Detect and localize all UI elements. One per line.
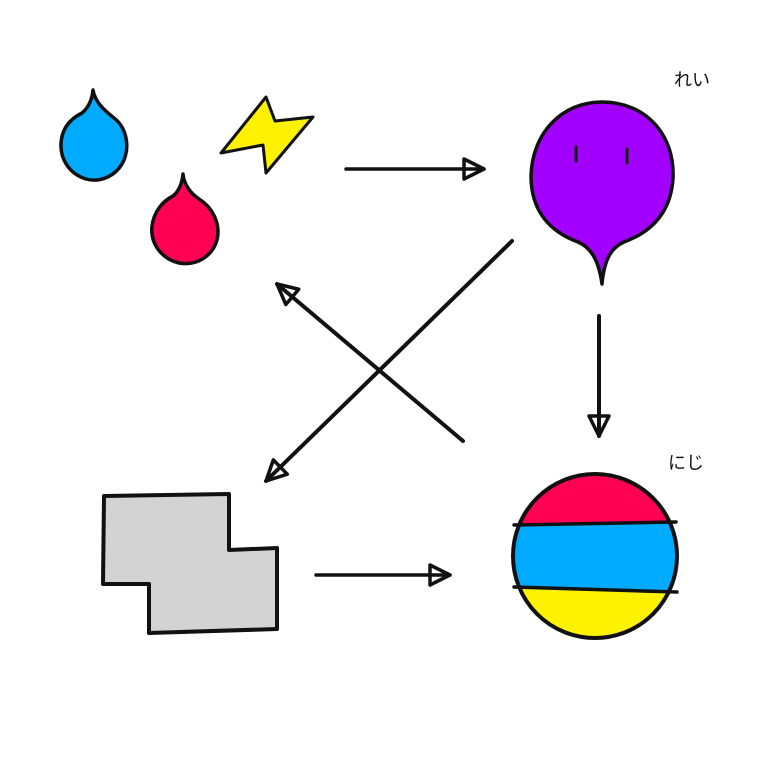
label-rei: れい <box>674 70 710 91</box>
arrow-purple-to-gray-shape <box>264 239 514 483</box>
lightning-bolt-icon <box>219 95 315 175</box>
striped-ball-icon <box>511 472 679 640</box>
label-niji: にじ <box>668 453 704 474</box>
red-drop-icon <box>150 172 220 266</box>
arrow-ball-to-cluster <box>275 282 465 443</box>
purple-blob-icon <box>529 100 675 286</box>
blue-drop-icon <box>59 88 129 182</box>
gray-stepped-shape <box>101 492 279 635</box>
